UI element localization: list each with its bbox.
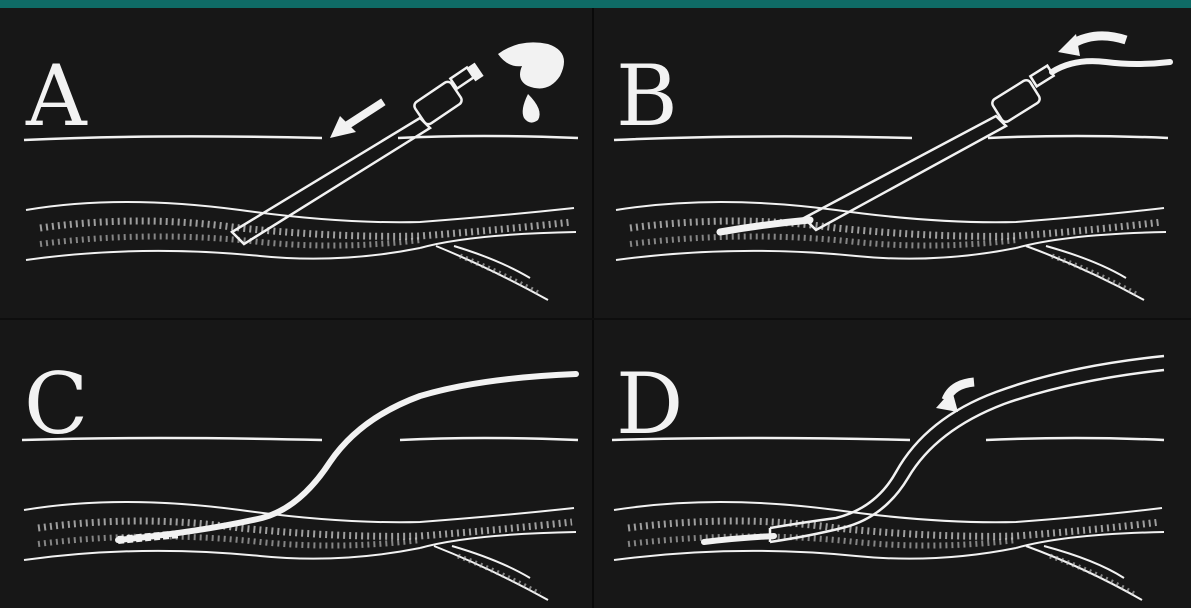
accent-bar (0, 0, 1191, 8)
panel-divider-horizontal (0, 318, 1191, 320)
skin-line (612, 438, 910, 440)
direction-arrow-icon (1058, 34, 1126, 56)
blood-vessel (24, 502, 576, 600)
panel-b-drawing (596, 10, 1186, 310)
direction-arrow-icon (330, 104, 380, 138)
panel-a-drawing (0, 10, 590, 310)
skin-line (24, 136, 322, 140)
needle (804, 116, 1006, 230)
blood-vessel (614, 502, 1164, 600)
blood-drop-icon (498, 42, 564, 122)
skin-line (614, 136, 912, 140)
syringe-icon (990, 66, 1053, 124)
guidewire (1052, 61, 1170, 72)
panel-d: D (596, 322, 1186, 608)
skin-line (988, 136, 1168, 138)
guidewire (704, 536, 774, 542)
skin-line (22, 438, 322, 440)
skin-line (986, 438, 1164, 440)
blood-vessel (616, 202, 1166, 300)
panel-divider-vertical (592, 8, 594, 608)
direction-arrow-icon (936, 382, 974, 412)
skin-line (398, 136, 578, 138)
panel-b: B (596, 10, 1186, 310)
skin-line (400, 438, 578, 440)
panel-c-drawing (0, 322, 590, 608)
panel-d-drawing (596, 322, 1186, 608)
syringe-icon (412, 63, 483, 127)
panel-c: C (0, 322, 590, 608)
panel-a: A (0, 10, 590, 310)
blood-vessel (26, 202, 576, 300)
